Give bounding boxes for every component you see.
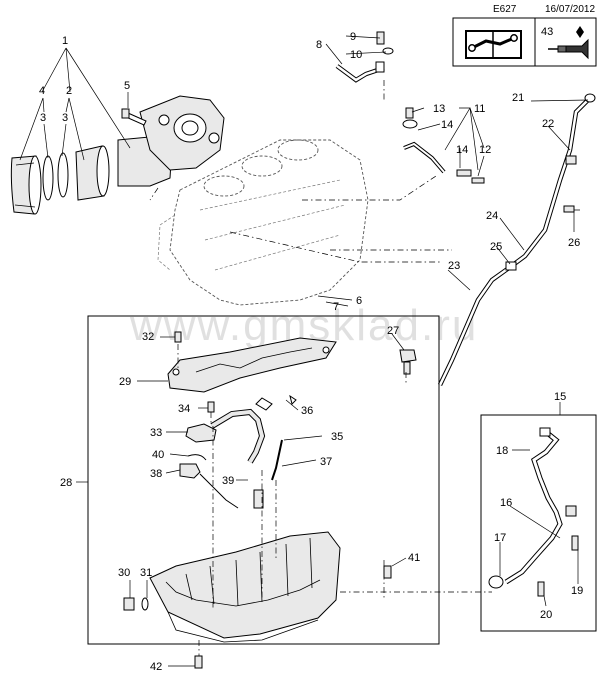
callout-39: 39 xyxy=(222,475,234,487)
engine-block xyxy=(157,139,369,306)
oil-return-pipe xyxy=(402,107,485,184)
oil-pan-kit-frame xyxy=(87,315,440,645)
callout-35: 35 xyxy=(331,431,343,443)
callout-38: 38 xyxy=(150,468,162,480)
callout-13: 13 xyxy=(433,103,445,115)
callout-36: 36 xyxy=(301,405,313,417)
drain-plug xyxy=(123,597,149,611)
callout-3: 3 xyxy=(62,112,68,124)
callout-32: 32 xyxy=(142,331,154,343)
box-ref-number: 43 xyxy=(541,26,553,38)
oil-pickup xyxy=(185,394,297,481)
callout-14: 14 xyxy=(441,119,453,131)
assembly-lines xyxy=(149,80,492,656)
oil-level-sensor xyxy=(179,454,264,509)
bolt xyxy=(174,331,182,343)
callout-42: 42 xyxy=(150,661,162,673)
oil-pan xyxy=(149,531,341,643)
callout-10: 10 xyxy=(350,49,362,61)
baffle-plate xyxy=(167,337,337,393)
callout-1: 1 xyxy=(62,35,68,47)
callout-24: 24 xyxy=(486,210,498,222)
callout-numbers: 1 2 3 3 4 5 6 7 8 9 10 11 12 13 14 14 15… xyxy=(39,31,583,673)
callout-29: 29 xyxy=(119,376,131,388)
callout-12: 12 xyxy=(479,144,491,156)
callout-3: 3 xyxy=(40,112,46,124)
callout-7: 7 xyxy=(333,301,339,313)
turbo-oil-line-frame xyxy=(480,414,597,632)
bolt xyxy=(207,401,215,413)
callout-41: 41 xyxy=(408,552,420,564)
diagram-code: E627 xyxy=(493,4,517,15)
diagram-date: 16/07/2012 xyxy=(545,4,595,15)
callout-22: 22 xyxy=(542,118,554,130)
callout-18: 18 xyxy=(496,445,508,457)
callout-9: 9 xyxy=(350,31,356,43)
callout-15: 15 xyxy=(554,391,566,403)
manual-reference-box: 43 xyxy=(452,17,597,67)
callout-33: 33 xyxy=(150,427,162,439)
callout-34: 34 xyxy=(178,403,190,415)
callout-31: 31 xyxy=(140,567,152,579)
callout-30: 30 xyxy=(118,567,130,579)
callout-11: 11 xyxy=(474,103,485,115)
bolt xyxy=(194,655,203,669)
callout-20: 20 xyxy=(540,609,552,621)
vent-hose xyxy=(335,31,394,83)
callout-4: 4 xyxy=(39,85,45,97)
callout-23: 23 xyxy=(448,260,460,272)
callout-5: 5 xyxy=(124,80,130,92)
book-wrench-icon xyxy=(465,30,522,59)
callout-40: 40 xyxy=(152,449,164,461)
bolt xyxy=(383,565,392,579)
callout-2: 2 xyxy=(66,85,72,97)
callout-28: 28 xyxy=(60,477,72,489)
callout-6: 6 xyxy=(356,295,362,307)
callout-37: 37 xyxy=(320,456,332,468)
callout-14: 14 xyxy=(456,144,468,156)
leader-lines xyxy=(19,35,589,667)
callout-17: 17 xyxy=(494,532,506,544)
callout-16: 16 xyxy=(500,497,512,509)
callout-21: 21 xyxy=(512,92,524,104)
dipstick-tube xyxy=(437,93,596,386)
sealant-tube-icon xyxy=(548,26,589,60)
callout-19: 19 xyxy=(571,585,583,597)
stud-bolt xyxy=(399,349,417,375)
callout-27: 27 xyxy=(387,325,399,337)
turbo-oil-line xyxy=(488,427,579,597)
callout-25: 25 xyxy=(490,241,502,253)
callout-8: 8 xyxy=(316,39,322,51)
oil-filter-assembly xyxy=(10,95,225,215)
callout-26: 26 xyxy=(568,237,580,249)
